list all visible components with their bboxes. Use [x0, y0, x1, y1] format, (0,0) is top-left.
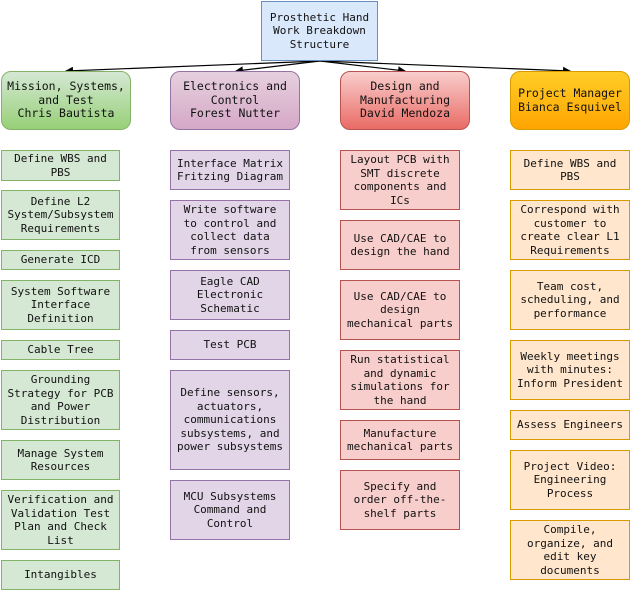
branch-3-task-5: Manufacture mechanical parts — [340, 420, 460, 460]
branch-4-task-2: Correspond with customer to create clear… — [510, 200, 630, 260]
branch-4-task-5: Assess Engineers — [510, 410, 630, 440]
branch-2-task-6: MCU Subsystems Command and Control — [170, 480, 290, 540]
connector-root-to-branch-4 — [319, 60, 571, 75]
branch-1-task-5: Cable Tree — [1, 340, 120, 360]
branch-4-task-1: Define WBS and PBS — [510, 150, 630, 190]
branch-1-task-6: Grounding Strategy for PCB and Power Dis… — [1, 370, 120, 430]
branch-4-header: Project Manager Bianca Esquivel — [510, 71, 630, 130]
branch-2-task-4: Test PCB — [170, 330, 290, 360]
branch-4-task-4: Weekly meetings with minutes: Inform Pre… — [510, 340, 630, 400]
branch-4-task-7: Compile, organize, and edit key document… — [510, 520, 630, 580]
branch-3-task-4: Run statistical and dynamic simulations … — [340, 350, 460, 410]
branch-3-task-2: Use CAD/CAE to design the hand — [340, 220, 460, 270]
branch-1-task-2: Define L2 System/Subsystem Requirements — [1, 190, 120, 240]
connector-root-to-branch-3 — [319, 60, 406, 75]
branch-1-task-3: Generate ICD — [1, 250, 120, 270]
branch-1-task-9: Intangibles — [1, 560, 120, 590]
branch-4-task-3: Team cost, scheduling, and performance — [510, 270, 630, 330]
branch-2-task-3: Eagle CAD Electronic Schematic — [170, 270, 290, 320]
connector-root-to-branch-1 — [65, 60, 321, 75]
branch-2-task-1: Interface Matrix Fritzing Diagram — [170, 150, 290, 190]
root-node: Prosthetic Hand Work Breakdown Structure — [261, 1, 378, 61]
branch-4-task-6: Project Video: Engineering Process — [510, 450, 630, 510]
branch-1-task-8: Verification and Validation Test Plan an… — [1, 490, 120, 550]
branch-3-task-1: Layout PCB with SMT discrete components … — [340, 150, 460, 210]
branch-1-task-1: Define WBS and PBS — [1, 150, 120, 181]
connector-root-to-branch-2 — [235, 60, 321, 75]
branch-3-task-3: Use CAD/CAE to design mechanical parts — [340, 280, 460, 340]
branch-1-task-7: Manage System Resources — [1, 440, 120, 480]
branch-1-header: Mission, Systems, and Test Chris Bautist… — [1, 71, 131, 130]
branch-3-task-6: Specify and order off-the- shelf parts — [340, 470, 460, 530]
branch-1-task-4: System Software Interface Definition — [1, 280, 120, 330]
branch-2-task-2: Write software to control and collect da… — [170, 200, 290, 260]
branch-2-task-5: Define sensors, actuators, communication… — [170, 370, 290, 470]
branch-3-header: Design and Manufacturing David Mendoza — [340, 71, 470, 130]
branch-2-header: Electronics and Control Forest Nutter — [170, 71, 300, 130]
